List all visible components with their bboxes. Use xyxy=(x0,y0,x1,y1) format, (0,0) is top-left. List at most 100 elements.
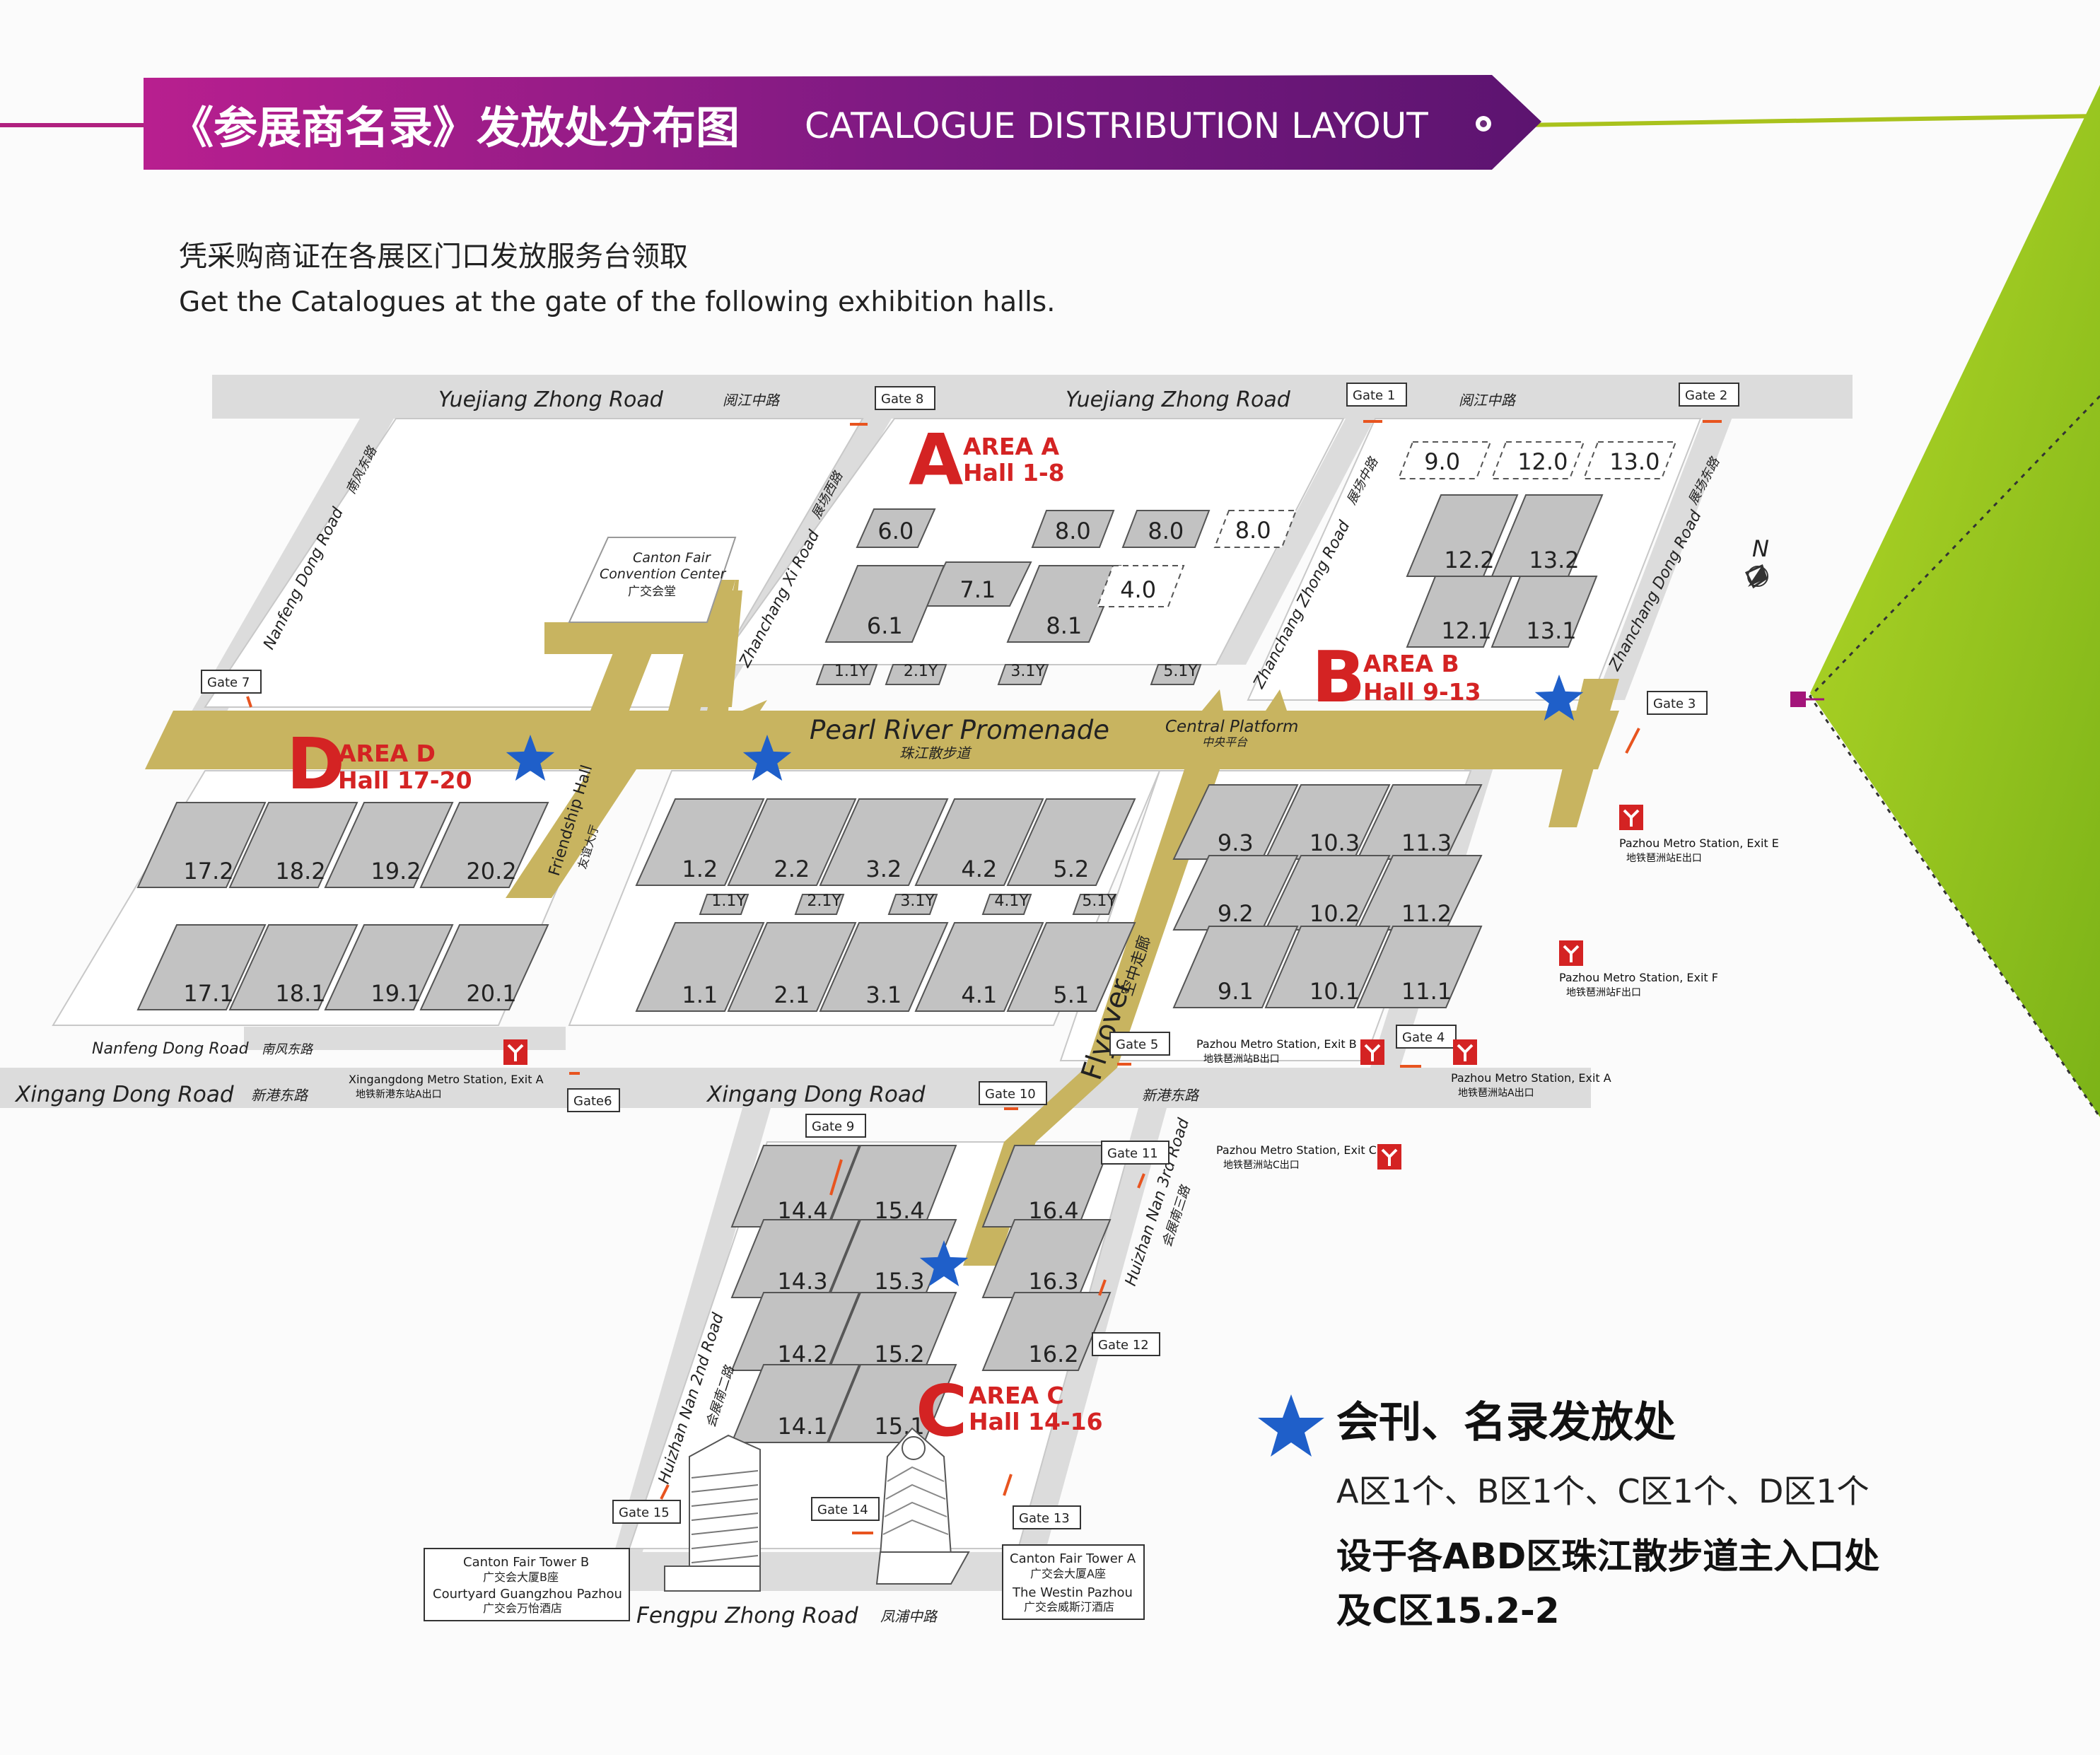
hall-h6_0-label: 6.0 xyxy=(877,518,914,544)
road-label-yuejiang-2: Yuejiang Zhong Road xyxy=(1066,387,1291,412)
hall-h9_0-shape xyxy=(1397,441,1492,479)
hall-h19_2-label: 19.2 xyxy=(371,858,421,885)
tower-b-line-2: 广交会大厦B座 xyxy=(483,1570,559,1584)
hall-h20_1-label: 20.1 xyxy=(466,980,516,1007)
road-label-yuejiang-1: Yuejiang Zhong Road xyxy=(438,387,664,412)
hall-h16_2-shape xyxy=(981,1292,1112,1371)
gate-g14: Gate 14 xyxy=(811,1497,880,1534)
hall-h9_2: 9.2 xyxy=(1172,855,1299,931)
hall-h2_2-label: 2.2 xyxy=(774,856,810,882)
hall-h15_1: 15.1 xyxy=(827,1364,957,1443)
hall-y1_1a-label: 1.1Y xyxy=(834,663,869,680)
gate-g9-label: Gate 9 xyxy=(812,1119,854,1134)
hall-h18_1-label: 18.1 xyxy=(275,980,325,1007)
gate-g5-box xyxy=(1109,1032,1170,1056)
road-label-xingang-cn-2: 新港东路 xyxy=(1142,1087,1200,1104)
metro-icon xyxy=(1377,1144,1401,1170)
hall-h17_2-shape xyxy=(136,802,267,888)
hall-h16_2: 16.2 xyxy=(981,1292,1112,1371)
hall-h14_2-label: 14.2 xyxy=(777,1341,827,1368)
gate-g15-marker xyxy=(660,1484,670,1500)
hall-h12_0-label: 12.0 xyxy=(1517,448,1568,475)
tower-a-line-4: 广交会威斯汀酒店 xyxy=(1024,1600,1114,1614)
hall-h19_1-label: 19.1 xyxy=(371,980,421,1007)
hall-h2_2-shape xyxy=(727,798,857,886)
compass-north: N xyxy=(1752,535,1769,562)
gate-g7: Gate 7 xyxy=(201,670,262,708)
hall-h13_0: 13.0 xyxy=(1582,441,1677,479)
hall-h7_1-label: 7.1 xyxy=(959,576,996,603)
star-icon-area-b xyxy=(1534,675,1584,721)
gate-g6-box xyxy=(567,1088,620,1112)
hall-h11_2-label: 11.2 xyxy=(1401,900,1452,927)
hall-h8_0a-shape xyxy=(1031,510,1115,548)
hall-h4_0: 4.0 xyxy=(1096,565,1185,607)
gate-g11-marker xyxy=(1137,1173,1145,1189)
gate-g4: Gate 4 xyxy=(1396,1025,1457,1068)
gate-g14-box xyxy=(811,1497,880,1521)
convention-line-3: 广交会堂 xyxy=(628,585,676,599)
hall-y5_1a: 5.1Y xyxy=(1150,663,1202,685)
metro-icon xyxy=(1453,1039,1477,1065)
hall-h1_2: 1.2 xyxy=(635,798,765,886)
hall-h8_0b-label: 8.0 xyxy=(1148,518,1184,544)
hall-h2_2: 2.2 xyxy=(727,798,857,886)
hall-h10_2: 10.2 xyxy=(1264,855,1391,931)
area-b-name: AREA B xyxy=(1363,650,1459,677)
gate-g7-label: Gate 7 xyxy=(207,675,250,690)
road-label-nanfeng-h: Nanfeng Dong Road xyxy=(92,1040,250,1058)
gate-g8-label: Gate 8 xyxy=(881,392,923,407)
hall-h9_0-label: 9.0 xyxy=(1424,448,1460,475)
hall-h10_1-label: 10.1 xyxy=(1309,978,1360,1005)
hall-h18_2-shape xyxy=(228,802,358,888)
gate-g3: Gate 3 xyxy=(1625,691,1708,754)
hall-h13_1-shape xyxy=(1491,576,1598,648)
hall-y1_1a-shape xyxy=(815,664,878,685)
area-d-halls: Hall 17-20 xyxy=(338,766,472,794)
tower-b-icon xyxy=(664,1434,761,1592)
hall-h6_1-label: 6.1 xyxy=(867,612,903,639)
tower-b-line-3: Courtyard Guangzhou Pazhou xyxy=(433,1587,622,1602)
hall-h14_1: 14.1 xyxy=(730,1364,861,1443)
tower-a-icon xyxy=(875,1427,970,1585)
hall-h20_2-shape xyxy=(419,802,549,888)
hall-y4_1b-shape xyxy=(981,894,1032,915)
hall-y5_1b-label: 5.1Y xyxy=(1082,892,1116,910)
header-banner: 《参展商名录》发放处分布图 CATALOGUE DISTRIBUTION LAY… xyxy=(0,75,2100,170)
hall-h8_0c: 8.0 xyxy=(1213,510,1297,548)
hall-h3_1-shape xyxy=(819,922,949,1012)
hall-h6_1: 6.1 xyxy=(824,565,945,643)
hall-y1_1b-shape xyxy=(699,894,749,915)
gate-g10: Gate 10 xyxy=(979,1081,1047,1110)
hall-h19_2: 19.2 xyxy=(324,802,454,888)
gate-g4-box xyxy=(1396,1025,1457,1049)
area-d-name: AREA D xyxy=(338,740,436,767)
hall-h3_1-label: 3.1 xyxy=(865,981,902,1008)
metro-a-cn: 地铁琶洲站A出口 xyxy=(1458,1088,1534,1099)
tower-a-line-2: 广交会大厦A座 xyxy=(1030,1567,1106,1580)
hall-h13_0-shape xyxy=(1582,441,1677,479)
hall-h2_1: 2.1 xyxy=(727,922,857,1012)
hall-y4_1b: 4.1Y xyxy=(981,892,1032,915)
hall-y3_1a-label: 3.1Y xyxy=(1010,663,1045,680)
hall-h4_2: 4.2 xyxy=(914,798,1044,886)
hall-h8_0a: 8.0 xyxy=(1031,510,1115,548)
metro-a-en: Pazhou Metro Station, Exit A xyxy=(1451,1071,1611,1085)
hall-h14_3-label: 14.3 xyxy=(777,1268,827,1295)
hall-h6_0-shape xyxy=(856,508,936,548)
gate-g3-label: Gate 3 xyxy=(1653,696,1696,711)
hall-h20_1-shape xyxy=(419,924,549,1010)
gate-g13-label: Gate 13 xyxy=(1019,1511,1070,1526)
hall-h8_0a-label: 8.0 xyxy=(1055,518,1091,544)
area-b-letter: B xyxy=(1312,636,1365,718)
hall-h14_1-label: 14.1 xyxy=(777,1413,827,1440)
hall-y2_1b-label: 2.1Y xyxy=(807,892,841,910)
intro-en: Get the Catalogues at the gate of the fo… xyxy=(179,286,1056,318)
metro-icon xyxy=(1619,805,1643,830)
hall-h10_1: 10.1 xyxy=(1264,926,1391,1008)
star-icon-area-d xyxy=(506,735,555,781)
hall-h14_2: 14.2 xyxy=(730,1292,861,1371)
hall-y2_1a: 2.1Y xyxy=(885,663,947,685)
tower-a-line-1: Canton Fair Tower A xyxy=(1010,1551,1136,1566)
